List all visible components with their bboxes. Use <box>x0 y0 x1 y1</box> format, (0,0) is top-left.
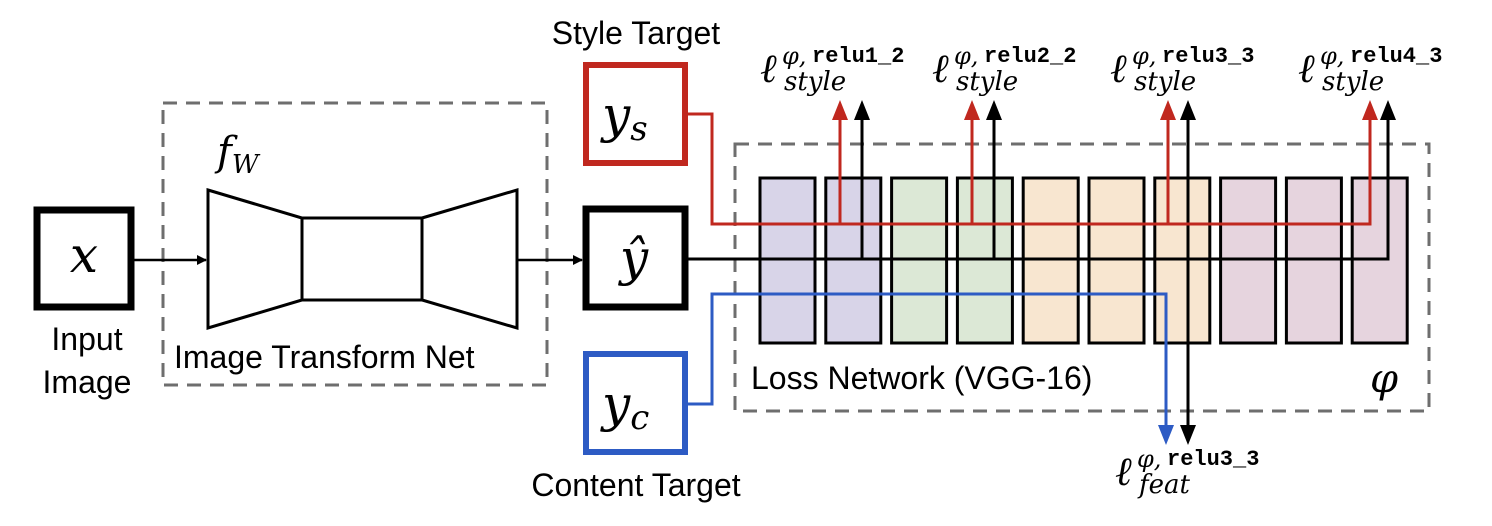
input-node <box>33 206 135 311</box>
output-arrow-head <box>854 100 870 120</box>
style-arrow-head <box>832 100 848 120</box>
loss-subscript: style <box>956 67 1018 97</box>
image-transform-net-group <box>161 101 549 387</box>
input-label-line1: Input <box>51 321 122 357</box>
transform-fn-label: fW <box>214 129 261 180</box>
loss-symbol: ℓ <box>932 46 949 92</box>
loss-subscript: style <box>784 67 846 97</box>
content-target-label: Content Target <box>531 467 740 503</box>
loss-layer: relu2_2 <box>984 44 1076 69</box>
decoder-trapezoid <box>420 187 519 331</box>
connections <box>685 100 1396 445</box>
transform-net-shape <box>206 187 519 331</box>
bottleneck-rect <box>300 216 424 302</box>
content-target-symbol: yc <box>600 375 649 438</box>
loss-layer: relu3_3 <box>1162 44 1254 69</box>
loss-subscript: style <box>1322 67 1384 97</box>
output-arrow-head <box>986 100 1002 120</box>
phi-label: φ <box>1370 356 1398 402</box>
style-target-symbol: ys <box>600 86 648 149</box>
loss-network-group <box>733 142 1431 413</box>
output-symbol: ŷ <box>618 229 649 287</box>
loss-subscript: feat <box>1137 470 1191 500</box>
loss-superscript: φ, <box>954 42 978 70</box>
style-target-node <box>583 62 688 166</box>
loss-layer: relu3_3 <box>1167 447 1259 472</box>
style-target-label: Style Target <box>552 15 721 51</box>
encoder-trapezoid <box>206 187 304 331</box>
output-arrow-head <box>1380 100 1396 120</box>
input-label-line2: Image <box>43 364 132 400</box>
loss-network-label: Loss Network (VGG-16) <box>751 360 1092 396</box>
output-arrow-head <box>1180 100 1196 120</box>
style-feature-line <box>685 112 1372 226</box>
loss-symbol: ℓ <box>1298 46 1315 92</box>
loss-symbol: ℓ <box>1110 46 1127 92</box>
content-feature-line <box>685 292 1168 428</box>
loss-layer: relu1_2 <box>812 44 904 69</box>
loss-superscript: φ, <box>1320 42 1344 70</box>
loss-superscript: φ, <box>1132 42 1156 70</box>
loss-symbol: ℓ <box>1115 449 1132 495</box>
output-feature-line <box>685 118 1390 261</box>
loss-superscript: φ, <box>782 42 806 70</box>
style-arrow-head <box>964 100 980 120</box>
content-arrow-head <box>1158 425 1174 445</box>
input-symbol: x <box>70 226 98 284</box>
style-arrow-head <box>1362 100 1378 120</box>
feat-arrow-head <box>1180 425 1196 445</box>
loss-layer: relu4_3 <box>1350 44 1442 69</box>
style-arrow-head <box>1160 100 1176 120</box>
output-node <box>582 205 689 311</box>
loss-superscript: φ, <box>1137 445 1161 473</box>
image-transform-net-label: Image Transform Net <box>174 339 475 375</box>
loss-symbol: ℓ <box>760 46 777 92</box>
loss-subscript: style <box>1134 67 1196 97</box>
